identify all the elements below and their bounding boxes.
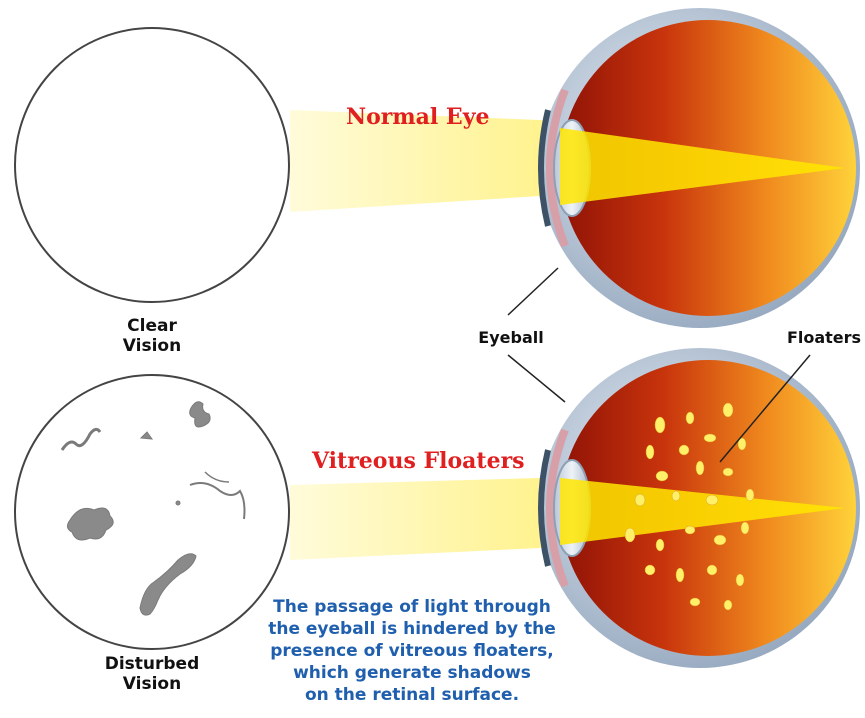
normal-eye-title: Normal Eye xyxy=(346,104,489,130)
eyeball-pointer-bottom xyxy=(508,355,565,402)
floaters-eyeball xyxy=(540,348,860,668)
disturbed-vision-label: Disturbed Vision xyxy=(88,654,216,694)
vitreous-floaters-title: Vitreous Floaters xyxy=(312,448,525,474)
explanation-caption: The passage of light through the eyeball… xyxy=(262,596,562,706)
eyeball-label: Eyeball xyxy=(466,328,556,347)
clear-vision-circle xyxy=(15,28,289,302)
floaters-label: Floaters xyxy=(783,328,865,347)
clear-vision-label: Clear Vision xyxy=(110,316,194,356)
eyeball-pointer-top xyxy=(508,268,558,315)
normal-eyeball xyxy=(540,8,860,328)
